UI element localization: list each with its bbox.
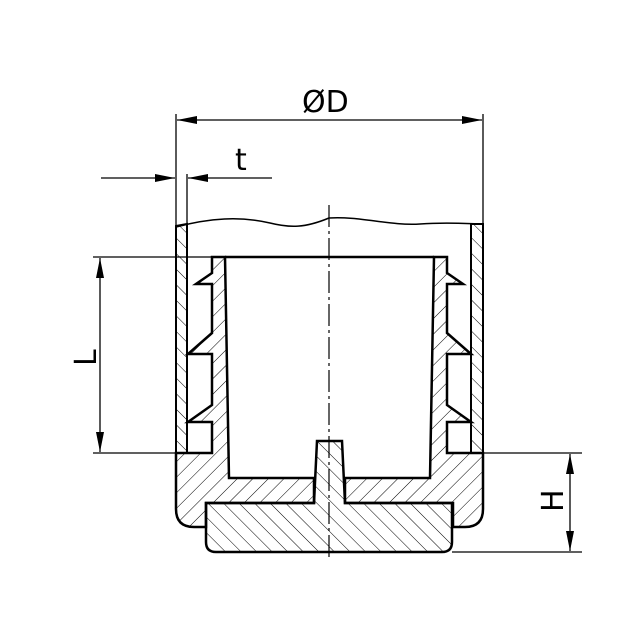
insert-body-right — [343, 255, 485, 529]
label-height: H — [536, 489, 571, 512]
insert-body-left — [174, 255, 316, 529]
tube-wall-left — [175, 222, 188, 454]
tube-wall-right — [470, 223, 484, 454]
dimension-diameter — [175, 114, 484, 226]
label-thickness: t — [235, 143, 247, 178]
dimension-thickness — [101, 174, 272, 224]
label-diameter: ØD — [302, 85, 349, 120]
dimension-length — [93, 256, 212, 454]
dimension-height — [452, 452, 582, 553]
label-length: L — [69, 349, 104, 366]
